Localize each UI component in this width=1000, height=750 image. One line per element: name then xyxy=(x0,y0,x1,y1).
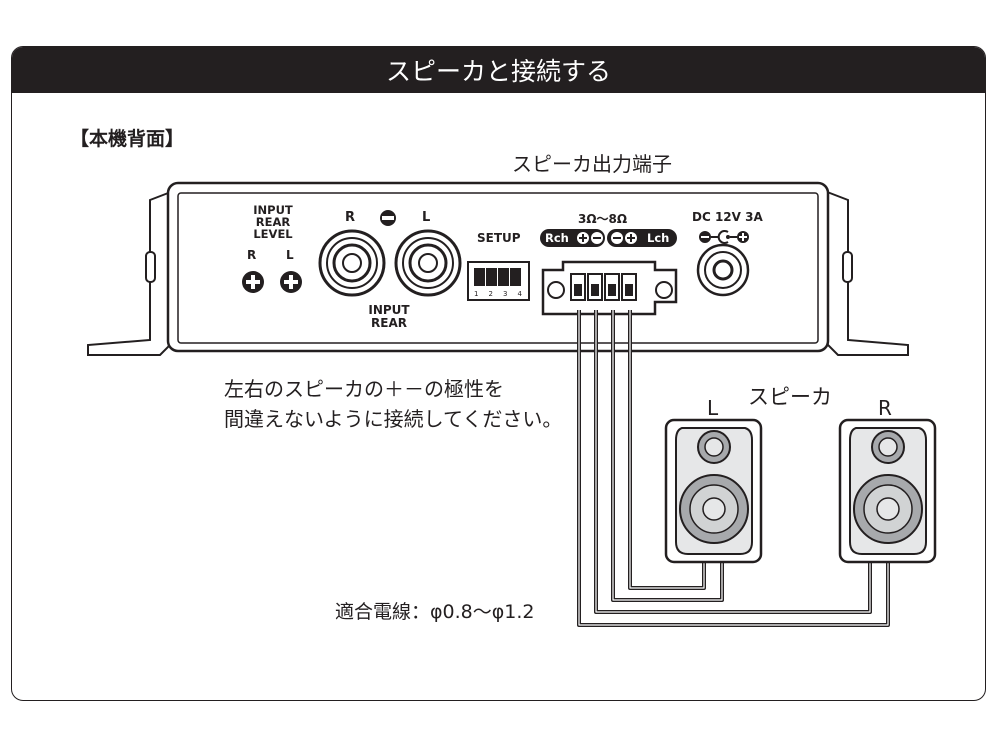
polarity-note-line1: 左右のスピーカの＋－の極性を xyxy=(224,377,504,401)
lch-label: Lch xyxy=(647,231,670,245)
polarity-note-line2: 間違えないように接続してください。 xyxy=(224,407,563,431)
dip-number: 3 xyxy=(503,290,508,298)
rca-r-label: R xyxy=(345,210,356,225)
minus-icon-r xyxy=(591,232,603,244)
mounting-bracket-left xyxy=(87,188,177,356)
mounting-bracket-right xyxy=(821,188,909,356)
dc-power-jack xyxy=(696,243,750,297)
dip-switch-levers xyxy=(474,268,521,286)
terminal-pill-r xyxy=(540,229,605,247)
terminal-pill-l xyxy=(607,229,677,247)
dip-numbers: 1 2 3 4 xyxy=(474,290,522,298)
dip-number: 4 xyxy=(517,290,522,298)
minus-icon xyxy=(380,210,396,226)
level-knob-r xyxy=(242,271,264,293)
level-l-label: L xyxy=(286,248,294,262)
dc-polarity-icon xyxy=(699,230,749,244)
terminal-screws xyxy=(547,281,673,299)
level-knob-l xyxy=(280,271,302,293)
speaker-r xyxy=(838,418,937,564)
page-title: スピーカと接続する xyxy=(12,47,985,93)
content-frame: スピーカと接続する xyxy=(11,46,986,701)
rch-label: Rch xyxy=(545,231,569,245)
speaker-wires-inner xyxy=(578,310,889,626)
wire-spec-label: 適合電線：φ0.8〜φ1.2 xyxy=(335,601,535,623)
minus-icon-l xyxy=(611,232,623,244)
level-r-label: R xyxy=(247,248,257,262)
plus-icon-l xyxy=(625,232,637,244)
speakers-label: スピーカ xyxy=(748,385,832,409)
dc-label: DC 12V 3A xyxy=(692,210,763,224)
input-rear-level-label: INPUT REAR LEVEL xyxy=(253,203,293,241)
bracket-tab-left xyxy=(145,251,156,283)
input-rear-label: INPUT REAR xyxy=(368,303,410,330)
terminal-screw-heads xyxy=(574,284,633,296)
impedance-label: 3Ω〜8Ω xyxy=(578,212,628,226)
rca-l-label: L xyxy=(422,210,431,225)
setup-label: SETUP xyxy=(477,231,521,245)
plus-icon-r xyxy=(577,232,589,244)
dip-number: 1 xyxy=(474,290,479,298)
rca-jack-l xyxy=(394,229,462,297)
speaker-l-label: L xyxy=(707,396,719,420)
speaker-l xyxy=(664,418,763,564)
bracket-tab-right xyxy=(842,251,853,283)
section-label: 【本機背面】 xyxy=(70,128,185,150)
speaker-output-label: スピーカ出力端子 xyxy=(512,152,672,176)
speaker-r-label: R xyxy=(878,396,892,420)
rca-jack-r xyxy=(318,229,386,297)
dip-number: 2 xyxy=(488,290,493,298)
